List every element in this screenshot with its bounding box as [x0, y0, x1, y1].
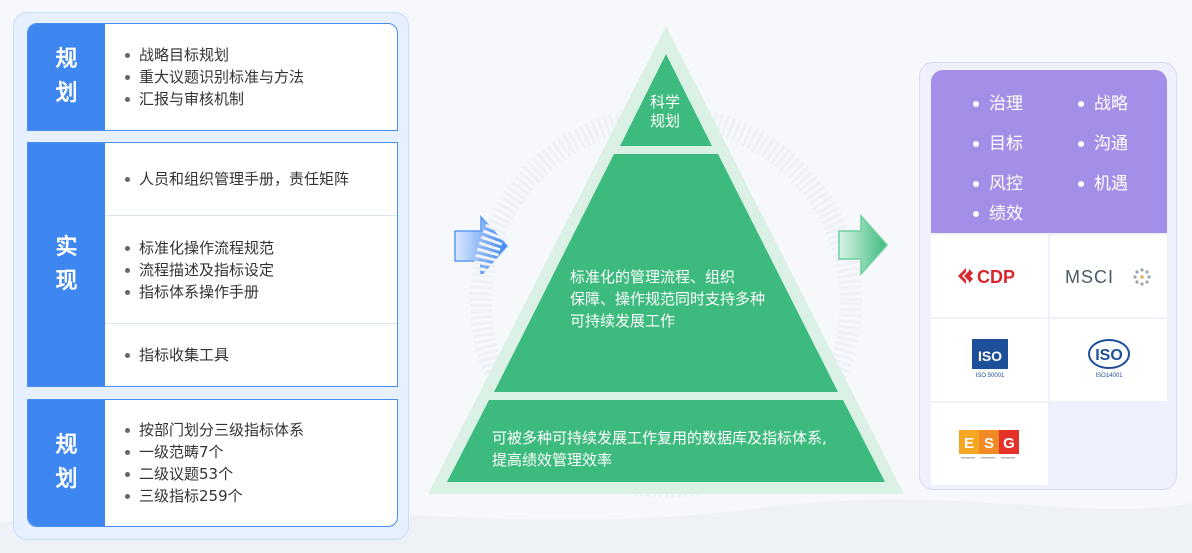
msci-logo: MSCI: [1050, 235, 1167, 317]
iso-14001-logo: ISO ISO14001: [1050, 319, 1167, 401]
right-panel: 治理 战略 目标 沟通 风控 机遇 绩效 CDP MSCI: [919, 62, 1177, 490]
list-item: 战略目标规划: [123, 44, 397, 66]
item-group: 人员和组织管理手册，责任矩阵: [105, 143, 397, 215]
keyword-item: 治理: [973, 94, 1023, 114]
left-panel: 规划 战略目标规划 重大议题识别标准与方法 汇报与审核机制 实现 人员和组织管理…: [13, 12, 409, 540]
keyword-item: 绩效: [973, 204, 1023, 224]
pyramid-bottom-label: 可被多种可持续发展工作复用的数据库及指标体系, 提高绩效管理效率: [492, 429, 827, 469]
keyword-item: 机遇: [1078, 174, 1128, 194]
svg-text:MSCI: MSCI: [1065, 267, 1114, 287]
list-item: 按部门划分三级指标体系: [123, 419, 397, 441]
list-item: 三级指标259个: [123, 485, 397, 507]
svg-text:ISO: ISO: [977, 348, 1001, 364]
section-title: 规划: [28, 24, 105, 130]
svg-text:ISO: ISO: [1095, 347, 1123, 364]
list-item: 二级议题53个: [123, 463, 397, 485]
list-item: 一级范畴7个: [123, 441, 397, 463]
svg-text:ISO14001: ISO14001: [1095, 373, 1123, 379]
keyword-item: 战略: [1078, 94, 1128, 114]
section-plan-1: 规划 战略目标规划 重大议题识别标准与方法 汇报与审核机制: [27, 23, 398, 131]
svg-text:ISO 50001: ISO 50001: [975, 373, 1004, 379]
list-item: 标准化操作流程规范: [123, 237, 397, 259]
svg-text:G: G: [1003, 435, 1015, 452]
keyword-box: 治理 战略 目标 沟通 风控 机遇 绩效: [931, 70, 1167, 233]
logo-grid: CDP MSCI ISO ISO 50001: [931, 235, 1167, 487]
cdp-logo: CDP: [931, 235, 1048, 317]
list-item: 人员和组织管理手册，责任矩阵: [123, 168, 397, 190]
section-title: 实现: [28, 143, 105, 386]
svg-text:E: E: [963, 435, 973, 452]
list-item: 汇报与审核机制: [123, 88, 397, 110]
list-item: 流程描述及指标设定: [123, 259, 397, 281]
svg-text:CDP: CDP: [977, 267, 1015, 287]
item-group: 战略目标规划 重大议题识别标准与方法 汇报与审核机制: [105, 24, 397, 130]
arrow-right-green-icon: [838, 214, 889, 276]
pyramid-middle-label: 标准化的管理流程、组织 保障、操作规范同时支持多种 可持续发展工作: [570, 268, 766, 330]
item-group: 按部门划分三级指标体系 一级范畴7个 二级议题53个 三级指标259个: [105, 400, 397, 526]
list-item: 重大议题识别标准与方法: [123, 66, 397, 88]
item-group: 标准化操作流程规范 流程描述及指标设定 指标体系操作手册: [105, 215, 397, 323]
list-item: 指标收集工具: [123, 344, 397, 366]
pyramid-top-label: 科学 规划: [649, 93, 680, 130]
section-implement: 实现 人员和组织管理手册，责任矩阵 标准化操作流程规范 流程描述及指标设定 指标…: [27, 142, 398, 387]
list-item: 指标体系操作手册: [123, 281, 397, 303]
keyword-item: 风控: [973, 174, 1023, 194]
section-title: 规划: [28, 400, 105, 526]
esg-logo: E S G: [931, 403, 1048, 485]
item-group: 指标收集工具: [105, 323, 397, 386]
keyword-item: 目标: [973, 134, 1023, 154]
svg-text:S: S: [983, 435, 993, 452]
section-plan-2: 规划 按部门划分三级指标体系 一级范畴7个 二级议题53个 三级指标259个: [27, 399, 398, 527]
keyword-item: 沟通: [1078, 134, 1128, 154]
pyramid-top-level: [620, 54, 712, 146]
pyramid-bottom-level: [447, 400, 885, 482]
iso-50001-logo: ISO ISO 50001: [931, 319, 1048, 401]
pyramid-middle-level: [494, 154, 838, 392]
pyramid-diagram: [428, 26, 904, 498]
